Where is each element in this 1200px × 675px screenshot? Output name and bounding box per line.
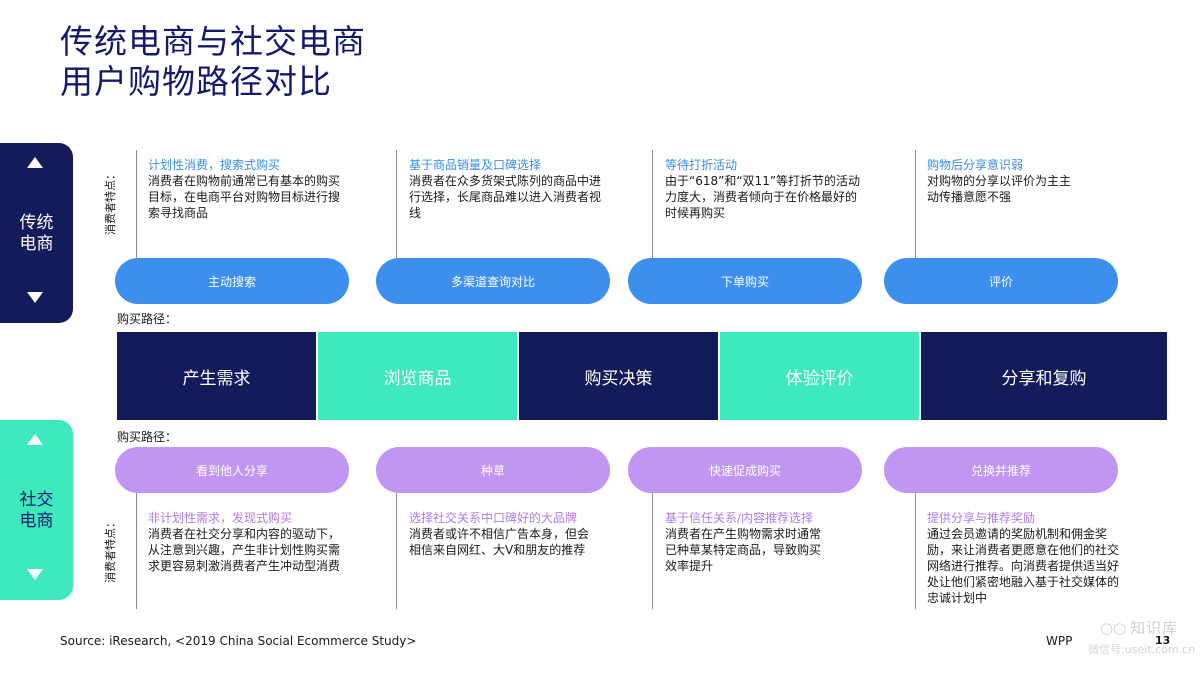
traditional-ecommerce-tab: 传统 电商 [0,143,73,323]
traditional-consumer-label: 消费者特点： [97,142,123,262]
social-step-3: 快速促成购买 [628,447,862,493]
social-desc-4: 提供分享与推荐奖励 通过会员邀请的奖励机制和佣金奖励，来让消费者更愿意在他们的社… [927,510,1127,606]
social-step-2: 种草 [376,447,610,493]
traditional-desc-2: 基于商品销量及口碑选择 消费者在众多货架式陈列的商品中进行选择，长尾商品难以进入… [409,157,609,221]
traditional-desc-4: 购物后分享意识弱 对购物的分享以评价为主主动传播意愿不强 [927,157,1077,205]
page-title-line-2: 用户购物路径对比 [60,62,332,101]
social-desc-2: 选择社交关系中口碑好的大品牌 消费者或许不相信广告本身，但会相信来自网红、大V和… [409,510,594,558]
traditional-step-4: 评价 [884,258,1118,304]
divider-line [915,150,916,258]
page-title: 传统电商与社交电商 用户购物路径对比 [60,22,366,102]
traditional-step-2: 多渠道查询对比 [376,258,610,304]
source-citation: Source: iResearch, <2019 China Social Ec… [60,634,417,648]
brand-label: WPP [1046,634,1073,648]
social-ecommerce-tab: 社交 电商 [0,420,73,600]
stage-5: 分享和复购 [921,332,1167,420]
triangle-down-icon [27,292,43,303]
traditional-desc-1-text: 消费者在购物前通常已有基本的购买目标，在电商平台对购物目标进行搜索寻找商品 [148,174,341,220]
divider-line [915,493,916,609]
social-consumer-label: 消费者特点： [97,490,123,610]
traditional-desc-2-heading: 基于商品销量及口碑选择 [409,158,542,172]
divider-line [652,150,653,258]
divider-line [396,150,397,258]
stage-4: 体验评价 [720,332,919,420]
social-desc-2-text: 消费者或许不相信广告本身，但会相信来自网红、大V和朋友的推荐 [409,527,590,557]
traditional-desc-3-heading: 等待打折活动 [665,158,738,172]
social-desc-1-text: 消费者在社交分享和内容的驱动下，从注意到兴趣，产生非计划性购买需求更容易刺激消费… [148,527,341,573]
triangle-down-icon [27,569,43,580]
stage-3: 购买决策 [519,332,718,420]
social-path-label: 购买路径： [117,430,178,444]
social-desc-1-heading: 非计划性需求，发现式购买 [148,511,293,525]
social-step-1: 看到他人分享 [115,447,349,493]
divider-line [652,493,653,609]
traditional-desc-2-text: 消费者在众多货架式陈列的商品中进行选择，长尾商品难以进入消费者视线 [409,174,602,220]
page-title-line-1: 传统电商与社交电商 [60,22,366,61]
traditional-desc-3-text: 由于“618”和“双11”等打折节的活动力度大，消费者倾向于在价格最好的时候再购… [665,174,861,220]
divider-line [136,150,137,258]
traditional-consumer-label-text: 消费者特点： [104,169,117,235]
watermark-name: 知识库 [1130,619,1179,637]
watermark: ○○ 知识库 [1100,617,1178,638]
social-label-line-1: 社交 [19,490,54,510]
social-desc-3-heading: 基于信任关系/内容推荐选择 [665,511,814,525]
page-number: 13 [1155,634,1171,647]
social-desc-3: 基于信任关系/内容推荐选择 消费者在产生购物需求时通常已种草某特定商品，导致购买… [665,510,825,574]
social-label-line-2: 电商 [19,511,54,531]
traditional-desc-1: 计划性消费，搜索式购买 消费者在购物前通常已有基本的购买目标，在电商平台对购物目… [148,157,348,221]
stage-2: 浏览商品 [318,332,517,420]
divider-line [396,493,397,609]
divider-line [136,493,137,609]
social-desc-2-heading: 选择社交关系中口碑好的大品牌 [409,511,578,525]
traditional-ecommerce-label: 传统 电商 [8,213,65,255]
traditional-path-label: 购买路径： [117,312,178,326]
traditional-desc-4-text: 对购物的分享以评价为主主动传播意愿不强 [927,174,1072,204]
social-desc-4-text: 通过会员邀请的奖励机制和佣金奖励，来让消费者更愿意在他们的社交网络进行推荐。向消… [927,527,1120,605]
traditional-label-line-1: 传统 [19,213,54,233]
traditional-step-3: 下单购买 [628,258,862,304]
social-step-4: 兑换并推荐 [884,447,1118,493]
traditional-desc-3: 等待打折活动 由于“618”和“双11”等打折节的活动力度大，消费者倾向于在价格… [665,157,865,221]
social-consumer-label-text: 消费者特点： [104,517,117,583]
traditional-desc-4-heading: 购物后分享意识弱 [927,158,1024,172]
traditional-label-line-2: 电商 [19,234,54,254]
watermark-sub: 微信号:useit.com.cn [1088,643,1196,656]
traditional-step-1: 主动搜索 [115,258,349,304]
traditional-desc-1-heading: 计划性消费，搜索式购买 [148,158,281,172]
social-desc-3-text: 消费者在产生购物需求时通常已种草某特定商品，导致购买效率提升 [665,527,822,573]
stage-1: 产生需求 [117,332,316,420]
social-desc-1: 非计划性需求，发现式购买 消费者在社交分享和内容的驱动下，从注意到兴趣，产生非计… [148,510,348,574]
wechat-icon: ○○ [1100,618,1127,637]
triangle-up-icon [27,157,43,168]
social-ecommerce-label: 社交 电商 [8,490,65,532]
social-desc-4-heading: 提供分享与推荐奖励 [927,511,1036,525]
triangle-up-icon [27,434,43,445]
